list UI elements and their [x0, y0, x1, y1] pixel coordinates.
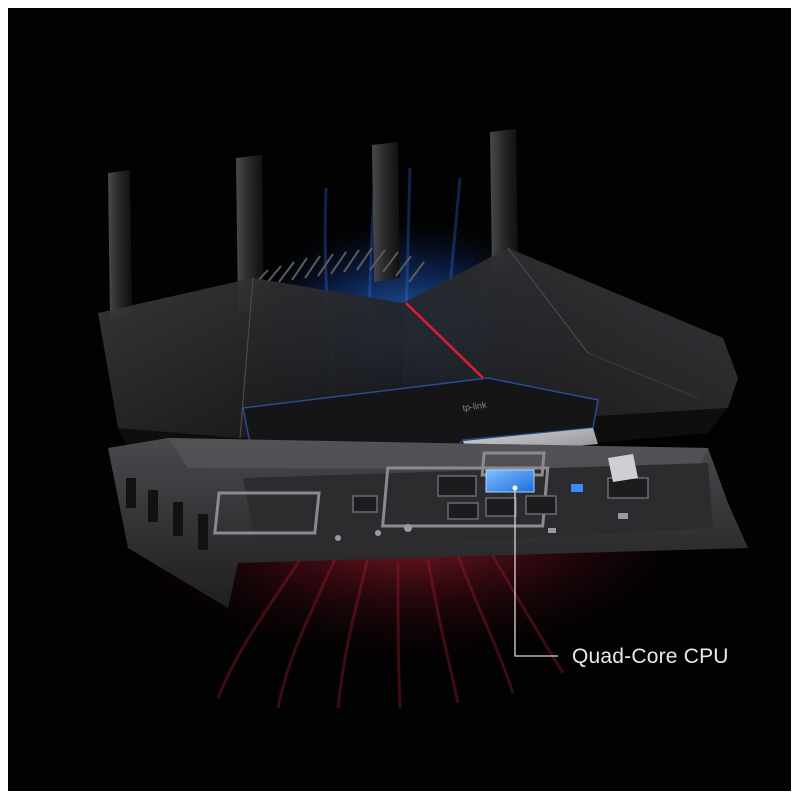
- callout-leader-line: [514, 488, 558, 657]
- antenna-1: [108, 170, 132, 318]
- callout-anchor: [512, 485, 518, 491]
- circuit-board: [213, 451, 713, 553]
- red-accent-line: [405, 302, 484, 379]
- callout-label-cpu: Quad-Core CPU: [572, 645, 729, 668]
- antennas: [108, 129, 518, 318]
- antenna-2: [236, 155, 264, 313]
- product-image: tp-link: [8, 8, 791, 791]
- brand-logo: tp-link: [462, 400, 488, 413]
- shield-can-left: [213, 491, 321, 535]
- antenna-4: [490, 129, 518, 273]
- cpu-chip: [485, 469, 535, 493]
- antenna-3: [372, 142, 400, 282]
- router-illustration: tp-link: [98, 129, 748, 709]
